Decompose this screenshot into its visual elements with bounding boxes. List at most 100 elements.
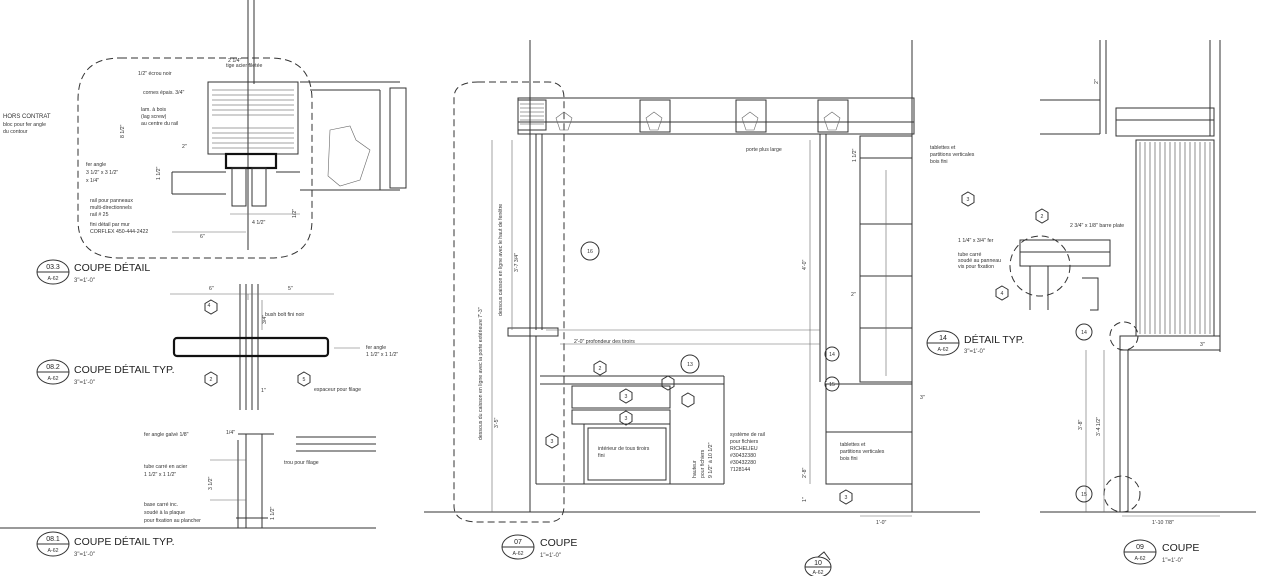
title-block-08-2: 08.2 A-62 COUPE DÉTAIL TYP. 3"=1'-0" <box>36 359 175 386</box>
note-tige-acier: tige acier filetée <box>226 63 262 69</box>
note-systeme-rail-sub2: RICHELIEU <box>730 446 758 452</box>
dim-3-1-2-in: 3 1/2" <box>208 476 214 490</box>
section-sheet-10: A-62 <box>813 570 824 576</box>
note-hors-contrat: HORS CONTRAT <box>3 114 51 120</box>
detail-title-08-1: COUPE DÉTAIL TYP. <box>74 535 175 548</box>
note-trou-filage: trou pour filage <box>284 460 319 466</box>
detail-scale-14: 3"=1'-0" <box>964 349 985 355</box>
note-lam-bois-sub1: (lag screw) <box>141 114 167 120</box>
dim-1-4: 1/4" <box>226 430 235 436</box>
detail-08-1-drawing <box>0 433 376 529</box>
marker-4a: 4 <box>208 303 211 309</box>
dim-3-7-3-4: 3'-7 3/4" <box>514 253 520 272</box>
note-vertical-1: dessous du caisson en ligne avec la port… <box>478 307 484 440</box>
note-systeme-rail: système de rail <box>730 432 765 438</box>
note-rail-pour-sub2: rail # 25 <box>90 212 109 218</box>
note-rail-pour-sub1: multi-directionnels <box>90 205 132 211</box>
title-block-03-3: 03.3 A-62 COUPE DÉTAIL 3"=1'-0" <box>36 259 150 285</box>
dim-3-4: 3/4" <box>262 315 268 324</box>
detail-08-1-labels: fer angle galvé 1/8" tube carré en acier… <box>144 430 319 524</box>
dim-6b: 6" <box>209 286 214 292</box>
note-systeme-rail-sub1: pour fichiers <box>730 439 759 445</box>
dim-2c: 2" <box>851 292 856 298</box>
detail-scale-09: 1"=1'-0" <box>1162 558 1183 564</box>
d14-note-2: 1 1/4" x 3/4" fer <box>958 238 994 244</box>
detail-number-14: 14 <box>939 335 947 342</box>
dim-4-1-2: 4 1/2" <box>252 220 266 226</box>
detail-title-03-3: COUPE DÉTAIL <box>74 261 150 274</box>
d14-note-3: tube carré <box>958 252 981 258</box>
note-hauteur-fichiers-sub2: 9 1/2" à 10 1/2" <box>708 442 714 478</box>
title-block-07: 07 A-62 COUPE 1"=1'-0" <box>501 534 577 560</box>
marker-3c: 3 <box>551 439 554 445</box>
note-porte-plus-large: porte plus large <box>746 147 782 153</box>
dim-1-1-2b: 1 1/2" <box>270 506 276 520</box>
detail-08-2-labels: 6" 5" bush bolt fini noir fer angle 1 1/… <box>208 286 399 394</box>
dim-1-1-2: 1 1/2" <box>156 166 162 180</box>
marker-14b: 14 <box>1081 330 1087 336</box>
dim-1-1-2c: 1 1/2" <box>852 148 858 162</box>
note-systeme-rail-sub5: 7128144 <box>730 467 750 473</box>
note-interieur-tiroirs: intérieur de tous tiroirs <box>598 446 650 452</box>
note-tablettes-a-sub2: bois fini <box>930 159 948 165</box>
dim-1-2: 1/2" <box>292 209 298 218</box>
detail-scale-08-2: 3"=1'-0" <box>74 380 95 386</box>
detail-scale-03-3: 3"=1'-0" <box>74 278 95 284</box>
marker-5a: 5 <box>303 377 306 383</box>
detail-sheet-07: A-62 <box>513 551 524 557</box>
marker-13: 13 <box>687 362 693 368</box>
detail-title-07: COUPE <box>540 537 577 549</box>
note-tube-carre: tube carré en acier <box>144 464 188 470</box>
dim-6: 6" <box>200 234 205 240</box>
detail-number-09: 09 <box>1136 544 1144 551</box>
detail-scale-08-1: 3"=1'-0" <box>74 552 95 558</box>
detail-08-2-drawing <box>170 284 360 410</box>
note-fer-angle-b: fer angle <box>366 345 386 351</box>
dim-5: 5" <box>288 286 293 292</box>
dim-3-5: 3'-5" <box>494 418 500 428</box>
note-fer-angle-a-dim2: x 1/4" <box>86 178 99 184</box>
title-block-14: 14 A-62 DÉTAIL TYP. 3"=1'-0" <box>926 330 1024 356</box>
note-tablettes-a-sub1: partitions verticales <box>930 152 975 158</box>
dim-1d: 1" <box>802 497 808 502</box>
detail-sheet-03-3: A-62 <box>48 276 59 282</box>
detail-03-3-drawing <box>77 0 407 259</box>
marker-3e: 3 <box>845 495 848 501</box>
dim-2-1-4: 2 1/4" <box>228 58 242 64</box>
dim-3: 3" <box>920 395 925 401</box>
section-09-labels: 14 15 3'-8" 3'-4 1/2" 1'-10 7/8" 2" 3" <box>1078 79 1205 526</box>
dim-4-0: 4'-0" <box>802 260 808 270</box>
note-tablettes-b-sub1: partitions verticales <box>840 449 885 455</box>
marker-3a: 3 <box>625 394 628 400</box>
marker-2c: 2 <box>1041 214 1044 220</box>
note-base-carre-sub2: pour fixation au plancher <box>144 518 201 524</box>
detail-number-07: 07 <box>514 539 522 546</box>
marker-2b: 2 <box>599 366 602 372</box>
dim-2: 2" <box>182 144 187 150</box>
marker-4b: 4 <box>1001 291 1004 297</box>
marker-3b: 3 <box>625 416 628 422</box>
detail-sheet-09: A-62 <box>1135 556 1146 562</box>
detail-title-08-2: COUPE DÉTAIL TYP. <box>74 363 175 376</box>
note-hors-contrat-sub1: bloc pour fer angle <box>3 122 46 128</box>
d14-note-4: soudé au panneau <box>958 258 1001 264</box>
note-bush-bolt: bush bolt fini noir <box>265 312 304 318</box>
section-07-labels: porte plus large tablettes et partitions… <box>478 145 975 526</box>
note-tablettes-b-sub2: bois fini <box>840 456 858 462</box>
note-fer-angle-b-dim: 1 1/2" x 1 1/2" <box>366 352 398 358</box>
title-block-09: 09 A-62 COUPE 1"=1'-0" <box>1123 539 1199 565</box>
note-fer-angle-galv: fer angle galvé 1/8" <box>144 432 189 438</box>
dim-1-10-7-8: 1'-10 7/8" <box>1152 520 1174 526</box>
dim-3-4-1-2: 3'-4 1/2" <box>1096 417 1102 436</box>
section-09-drawing <box>1040 40 1256 517</box>
note-fini-detail-sub: CORFLEX 450-444-2422 <box>90 229 148 235</box>
title-block-08-1: 08.1 A-62 COUPE DÉTAIL TYP. 3"=1'-0" <box>36 531 175 558</box>
note-base-carre-sub1: soudé à la plaque <box>144 510 185 516</box>
note-fini-detail: fini détail par mur <box>90 222 130 228</box>
note-tube-carre-dim: 1 1/2" x 1 1/2" <box>144 472 176 478</box>
marker-14a: 14 <box>829 352 835 358</box>
note-vertical-2: dessous caisson en ligne avec le haut de… <box>498 204 504 316</box>
dim-1-0: 1'-0" <box>876 520 886 526</box>
detail-number-03-3: 03.3 <box>46 264 60 271</box>
detail-title-09: COUPE <box>1162 542 1199 554</box>
